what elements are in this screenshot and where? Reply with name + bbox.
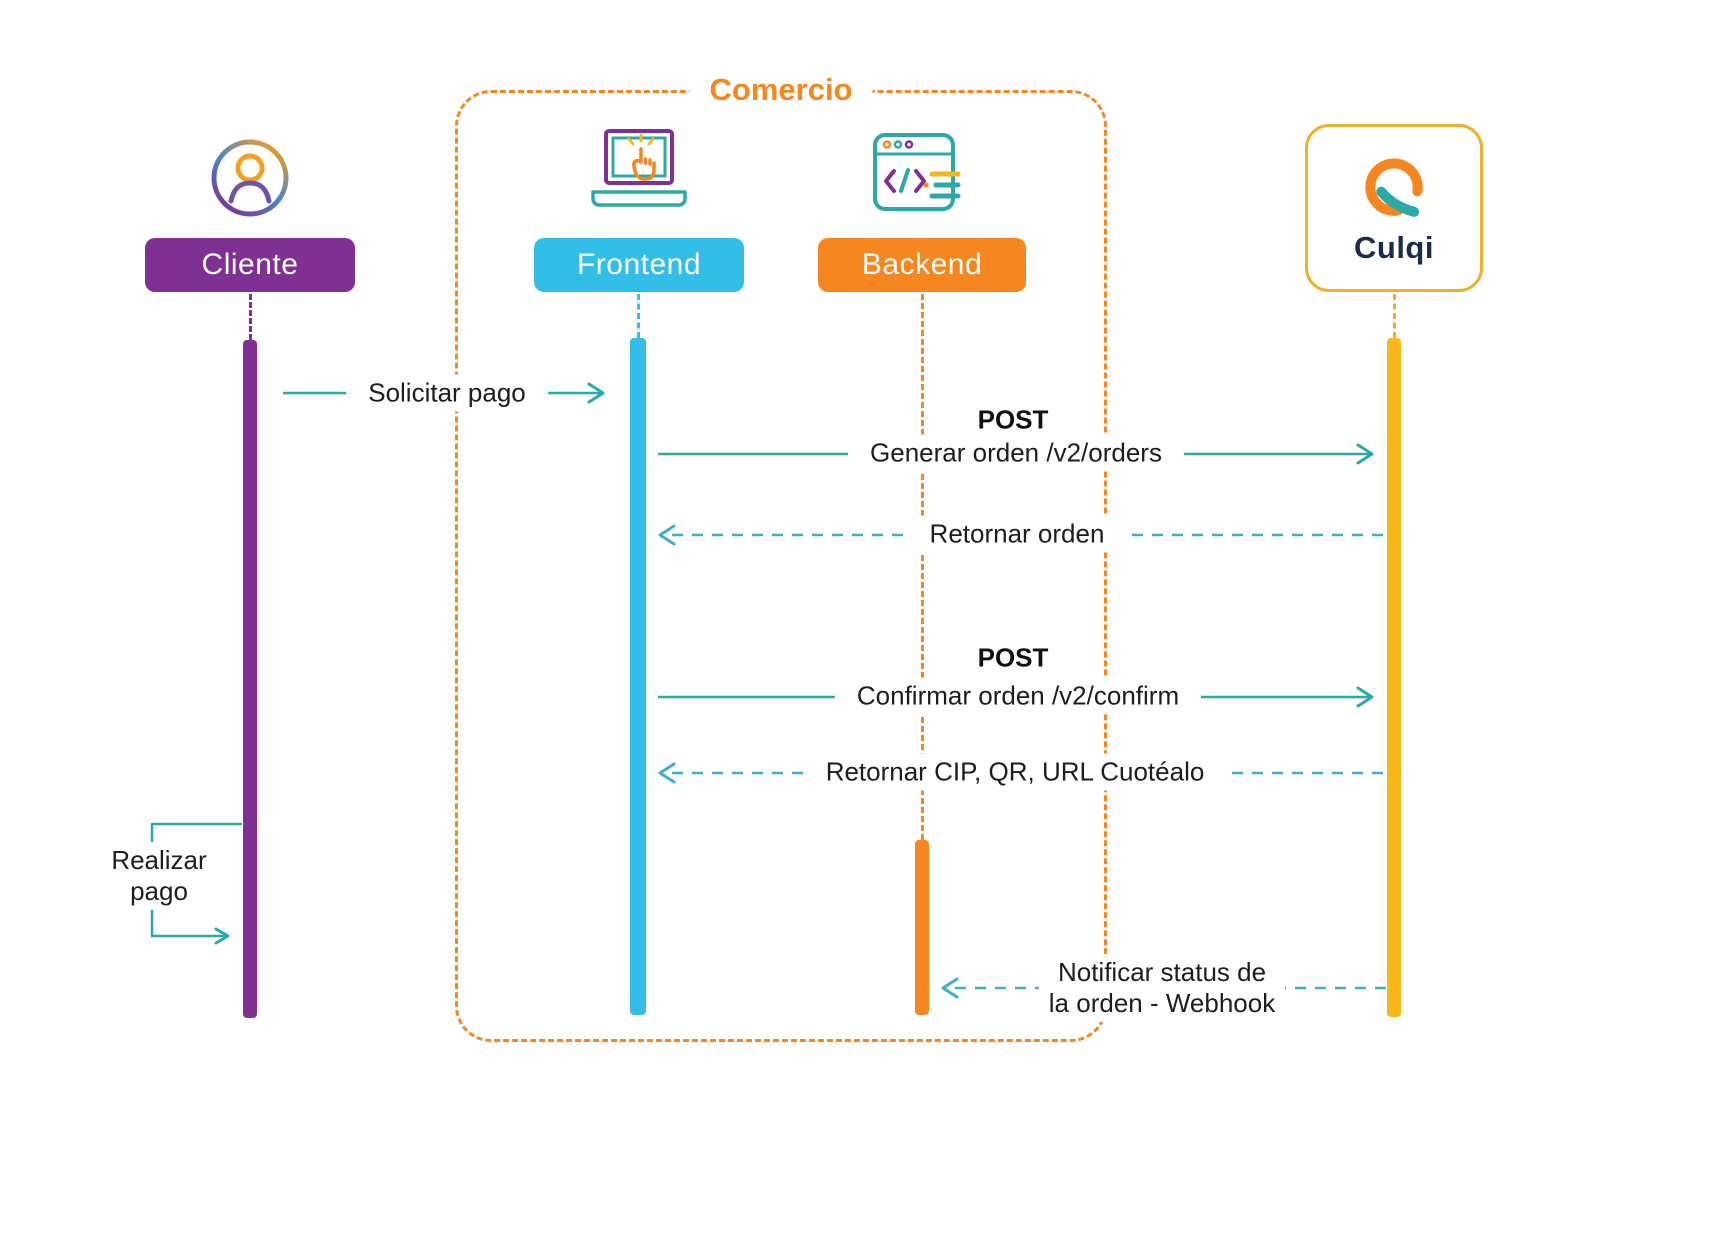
msg-retornar-orden: Retornar orden — [907, 515, 1127, 553]
actor-label-frontend-text: Frontend — [576, 248, 702, 281]
actor-label-frontend: Frontend — [534, 238, 744, 292]
msg-generar-orden-method: POST — [955, 401, 1071, 439]
actor-label-backend: Backend — [818, 238, 1026, 292]
actor-label-cliente: Cliente — [145, 238, 355, 292]
msg-solicitar-pago: Solicitar pago — [346, 374, 548, 412]
lifeline-dash-frontend — [637, 294, 640, 338]
msg-realizar-pago-line1: Realizar — [111, 845, 207, 875]
msg-notificar-status: Notificar status de la orden - Webhook — [1038, 954, 1286, 1022]
laptop-click-icon — [589, 128, 689, 220]
comercio-group-box — [455, 90, 1107, 1042]
actor-label-culqi: Culqi — [1354, 230, 1434, 265]
lifeline-dash-backend — [921, 294, 924, 840]
msg-retornar-cip: Retornar CIP, QR, URL Cuotéalo — [803, 753, 1227, 791]
person-icon — [210, 138, 290, 218]
msg-realizar-pago: Realizar pago — [101, 842, 217, 910]
arrow-retornar-cip — [658, 762, 1385, 784]
msg-confirmar-orden: Confirmar orden /v2/confirm — [834, 677, 1202, 715]
culqi-logo-icon — [1365, 158, 1423, 217]
msg-realizar-pago-line2: pago — [130, 876, 188, 906]
activation-bar-cliente — [243, 340, 257, 1018]
arrow-retornar-orden — [658, 524, 1385, 546]
culqi-card: Culqi — [1305, 124, 1483, 292]
activation-bar-backend — [915, 840, 929, 1015]
lifeline-dash-cliente — [249, 294, 252, 340]
activation-bar-frontend — [630, 338, 646, 1015]
lifeline-dash-culqi — [1393, 294, 1396, 338]
msg-notificar-status-line1: Notificar status de — [1057, 957, 1267, 987]
msg-confirmar-orden-method: POST — [955, 639, 1071, 677]
msg-generar-orden: Generar orden /v2/orders — [848, 434, 1184, 472]
msg-notificar-status-line2: la orden - Webhook — [1048, 988, 1276, 1018]
actor-label-cliente-text: Cliente — [201, 248, 299, 281]
activation-bar-culqi — [1387, 338, 1401, 1017]
comercio-group-label: Comercio — [689, 70, 873, 110]
code-window-icon — [872, 130, 972, 215]
actor-label-backend-text: Backend — [861, 248, 983, 281]
arrow-notificar-status — [941, 977, 1387, 999]
